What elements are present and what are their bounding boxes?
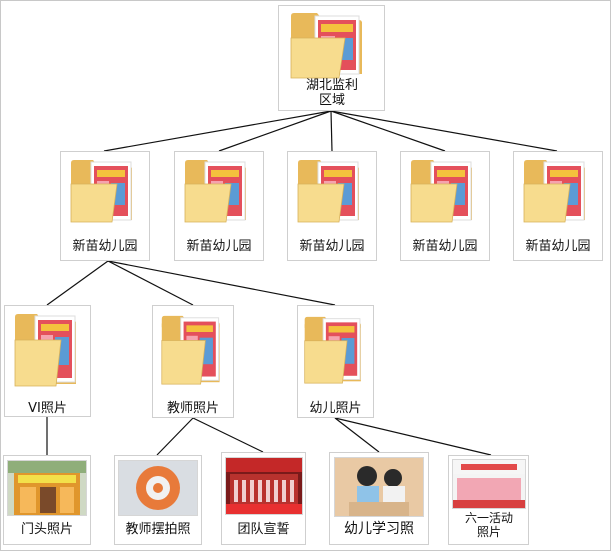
photo-label: 团队宣誓 [237,522,290,537]
connector-line [330,110,333,152]
childrens-day-photo-node[interactable]: 六一活动照片 [448,455,529,545]
folder-icon [304,316,361,384]
kindergarten-folder-node[interactable]: 新苗幼儿园 [513,151,603,261]
teacher-pose-photo-node[interactable]: 教师摆拍照 [114,455,202,545]
folder-icon [523,160,585,223]
folder-icon [184,160,246,223]
teacher-photos-folder-node[interactable]: 教师照片 [152,305,234,418]
folder-icon [297,160,359,223]
folder-label: VI照片 [28,401,67,416]
folder-label: 新苗幼儿园 [299,239,365,254]
child-study-photo-thumbnail [334,457,424,517]
connector-line [107,260,336,306]
connector-line [107,260,194,306]
team-oath-photo-thumbnail [224,457,303,515]
kindergarten-folder-node[interactable]: 新苗幼儿园 [60,151,150,261]
connector-line [334,417,380,453]
vi-photos-folder-node[interactable]: VI照片 [4,305,91,417]
connector-line [330,110,558,152]
storefront-photo-node[interactable]: 门头照片 [3,455,91,545]
folder-icon [14,314,76,387]
teacher-pose-photo-thumbnail [118,460,198,516]
connector-line [334,417,492,456]
folder-label: 幼儿照片 [309,401,362,416]
folder-label: 教师照片 [166,401,219,416]
kindergarten-folder-node[interactable]: 新苗幼儿园 [174,151,264,261]
folder-icon [410,160,472,223]
kindergarten-folder-node[interactable]: 新苗幼儿园 [287,151,377,261]
team-oath-photo-node[interactable]: 团队宣誓 [221,452,306,545]
storefront-photo-thumbnail [7,460,87,516]
folder-icon [70,160,132,223]
child-study-photo-node[interactable]: 幼儿学习照 [329,452,429,545]
photo-label: 六一活动照片 [464,511,513,539]
connector-line [46,260,109,306]
connector-line [192,417,264,453]
connector-line [218,110,332,152]
photo-label: 教师摆拍照 [125,522,191,537]
folder-label: 新苗幼儿园 [186,239,252,254]
photo-label: 幼儿学习照 [344,521,414,537]
folder-label: 新苗幼儿园 [72,239,138,254]
childrens-day-photo-thumbnail [451,459,526,509]
folder-icon [161,315,220,385]
root-folder-node[interactable]: 湖北监利区域 [278,5,385,111]
connector-line [330,110,446,152]
folder-icon [290,13,362,79]
photo-label: 门头照片 [20,522,73,537]
folder-label: 新苗幼儿园 [525,239,591,254]
connector-line [156,417,194,456]
connector-line [103,110,332,152]
children-photos-folder-node[interactable]: 幼儿照片 [297,305,374,418]
folder-label: 新苗幼儿园 [412,239,478,254]
kindergarten-folder-node[interactable]: 新苗幼儿园 [400,151,490,261]
root-label: 湖北监利区域 [305,78,358,108]
